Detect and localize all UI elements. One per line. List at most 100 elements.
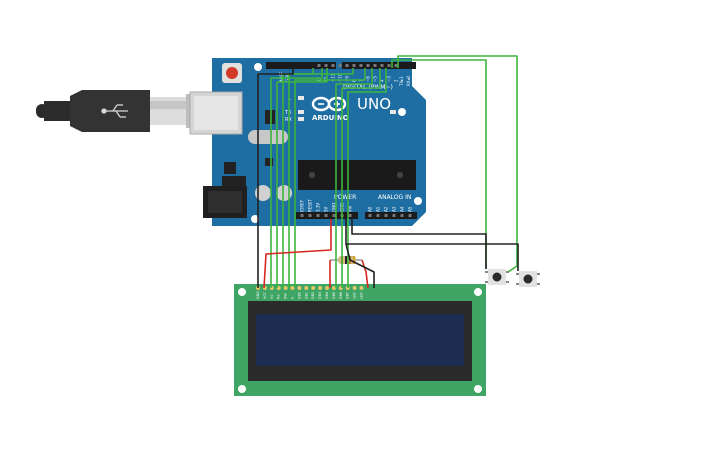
power-pin[interactable] [332,214,336,217]
pushbutton[interactable] [485,269,509,285]
power-pin[interactable] [324,214,328,217]
digital-pin[interactable] [317,64,321,67]
brand-label: ARDUINO [312,114,349,122]
wire-green [288,68,354,288]
usb-cable[interactable] [36,90,194,132]
wire-green [347,68,387,288]
wire-green [276,68,328,288]
digital-pin[interactable] [394,64,398,67]
digital-pin-label: ~11 [331,73,336,82]
wire-green [397,55,518,273]
digital-pin-label: ~3 [387,76,392,82]
digital-pin[interactable] [352,64,356,67]
power-pin-label: 5V [324,206,329,212]
digital-pin-label: ~5 [373,76,378,82]
power-pin[interactable] [316,214,320,217]
analog-pin[interactable] [376,214,380,217]
analog-pin[interactable] [392,214,396,217]
usb-icon [101,104,128,118]
wire-green [335,68,373,288]
lcd-pin-label: DB0 [297,292,301,299]
wire-red [361,259,369,289]
lcd-pin[interactable] [352,286,357,290]
analog-header [365,212,417,219]
power-pin-label: Vin [348,205,353,212]
wire-green [341,68,381,288]
model-label: UNO [357,95,391,113]
lcd-pin[interactable] [325,286,329,290]
digital-pin[interactable] [380,64,384,67]
analog-pin-label: A2 [384,206,389,212]
tx-label: TX [284,110,292,116]
lcd-pin-label: RS [277,294,281,299]
digital-pin[interactable] [373,64,377,67]
lcd-pin-label: LED [360,292,364,299]
arduino-uno[interactable]: ARDUINO UNO ON TX RX L DIGITAL (PWM~) AN… [189,58,426,226]
analog-pin-label: A0 [368,206,373,212]
lcd-pin[interactable] [359,286,364,290]
wire-black [345,219,519,271]
power-pin[interactable] [308,214,312,217]
analog-pin[interactable] [400,214,404,217]
mount-hole [398,108,406,116]
power-pin-label: RESET [308,199,313,212]
lcd-pin[interactable] [290,286,295,290]
reset-button[interactable] [222,63,242,83]
lcd-pin-label: V0 [270,295,274,299]
digital-pin-label: 2 [394,79,399,82]
lcd-pin[interactable] [304,286,309,290]
arduino-logo [311,96,347,112]
digital-pin-label: ~10 [338,73,343,82]
digital-pin-label: ~6 [366,76,371,82]
digital-pin[interactable] [345,64,349,67]
rxd-label: RX◂0 [406,75,411,86]
atmega-chip [298,160,416,190]
analog-pin-label: A1 [376,206,381,212]
lcd-pin-label: GND [256,291,260,299]
digital-pin[interactable] [366,64,370,67]
lcd-pin[interactable] [297,286,302,290]
lcd-pin[interactable] [331,286,336,290]
pushbutton[interactable] [516,271,540,287]
digital-pin[interactable] [338,64,342,67]
digital-pin[interactable] [324,64,328,67]
power-pin[interactable] [348,214,352,217]
aref-label: AREF [279,71,284,82]
lcd-pin-label: DB1 [304,292,308,299]
lcd-pin-label: DB4 [325,292,329,299]
power-pin-label: 3.3V [316,203,321,212]
mount-hole [251,215,259,223]
lcd-pin[interactable] [318,286,323,290]
on-label: ON [398,110,406,116]
digital-pin[interactable] [359,64,363,67]
lcd-pin-label: RW [284,293,288,299]
lcd-pin-label: LED [353,292,357,299]
analog-pin[interactable] [384,214,388,217]
digital-pin[interactable] [331,64,335,67]
lcd-pin-label: DB5 [332,292,336,299]
analog-pin[interactable] [408,214,412,217]
lcd-pin[interactable] [283,286,288,290]
wire-black [351,219,487,269]
analog-pin[interactable] [368,214,372,217]
lcd-pin[interactable] [311,286,316,290]
digital-header-right [342,62,416,69]
digital-header-left [266,62,336,69]
analog-pin-label: A5 [408,206,413,212]
digital-pin[interactable] [387,64,391,67]
power-pin-label: GND [332,203,337,212]
wire-black [257,68,294,288]
analog-label: ANALOG IN [378,194,411,201]
lcd-pin-label: DB2 [311,292,315,299]
digital-pin-label: 4 [380,79,385,82]
power-pin[interactable] [300,214,304,217]
digital-pin-label: ~9 [345,76,350,82]
lcd-pin-label: DB3 [318,292,322,299]
mount-hole [254,63,262,71]
lcd-pin-label: DB7 [346,292,350,299]
analog-pin-label: A4 [400,206,405,212]
wire-green [391,59,487,269]
wire-black [345,243,375,288]
